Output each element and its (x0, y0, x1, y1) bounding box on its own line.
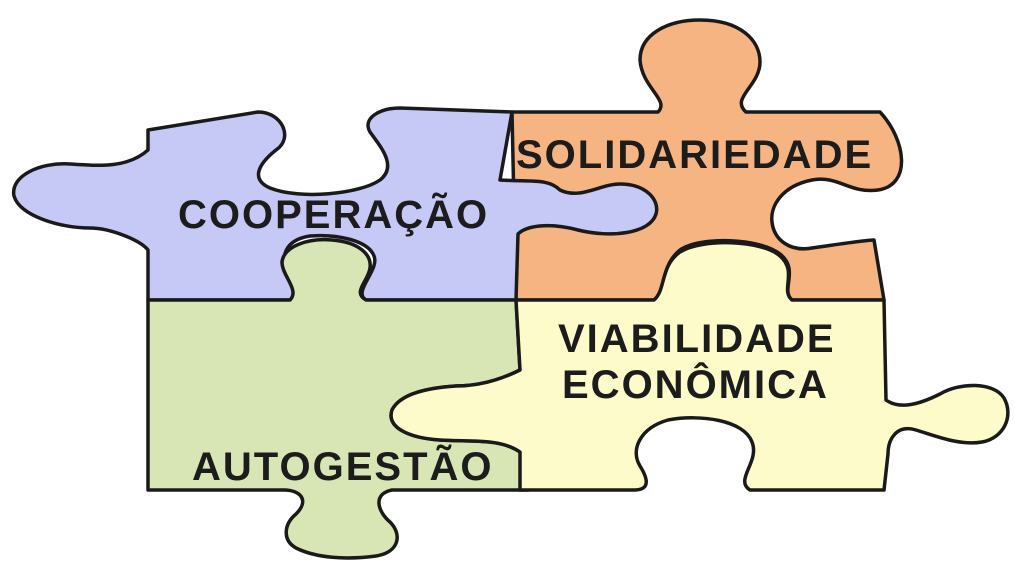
label-autogestao: AUTOGESTÃO (192, 443, 494, 489)
label-viabilidade-line2: ECONÔMICA (562, 361, 829, 407)
puzzle-piece-viabilidade (389, 240, 1010, 492)
label-viabilidade-line1: VIABILIDADE (558, 317, 836, 361)
label-solidariedade: SOLIDARIEDADE (516, 133, 873, 177)
label-cooperacao: COOPERAÇÃO (178, 191, 489, 237)
puzzle-piece-cooperacao (12, 106, 659, 302)
